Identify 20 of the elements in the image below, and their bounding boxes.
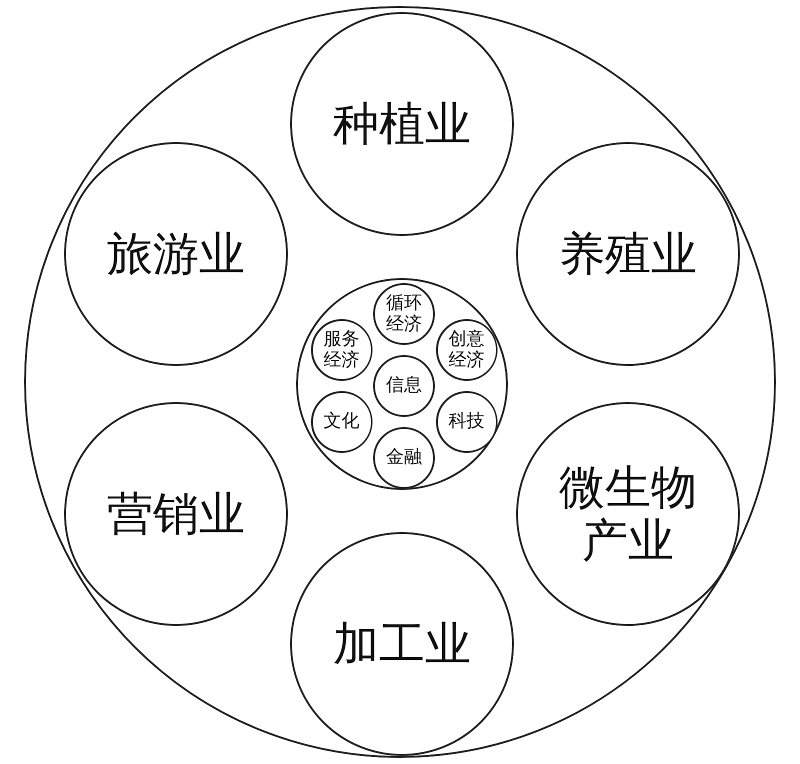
circle	[436, 319, 498, 381]
circle-label: 营销业	[106, 488, 246, 540]
circle	[310, 391, 372, 453]
circle-label: 加工业	[332, 618, 472, 670]
circle-label: 种植业	[332, 98, 472, 150]
circle-label: 旅游业	[106, 228, 246, 280]
circle-label: 科技	[448, 412, 486, 432]
circle	[24, 6, 776, 758]
circle-label: 文化	[322, 412, 360, 432]
circle-label: 创意经济	[448, 329, 486, 371]
circle	[373, 283, 435, 345]
circle-label: 微生物产业	[558, 461, 698, 567]
circle-label: 信息	[385, 376, 423, 396]
circle	[310, 319, 372, 381]
circle	[373, 427, 435, 489]
circle-label: 循环经济	[385, 293, 423, 335]
circle-label: 服务经济	[322, 329, 360, 371]
circle	[296, 278, 508, 490]
circle-label: 养殖业	[558, 228, 698, 280]
circle-label: 金融	[385, 448, 423, 468]
